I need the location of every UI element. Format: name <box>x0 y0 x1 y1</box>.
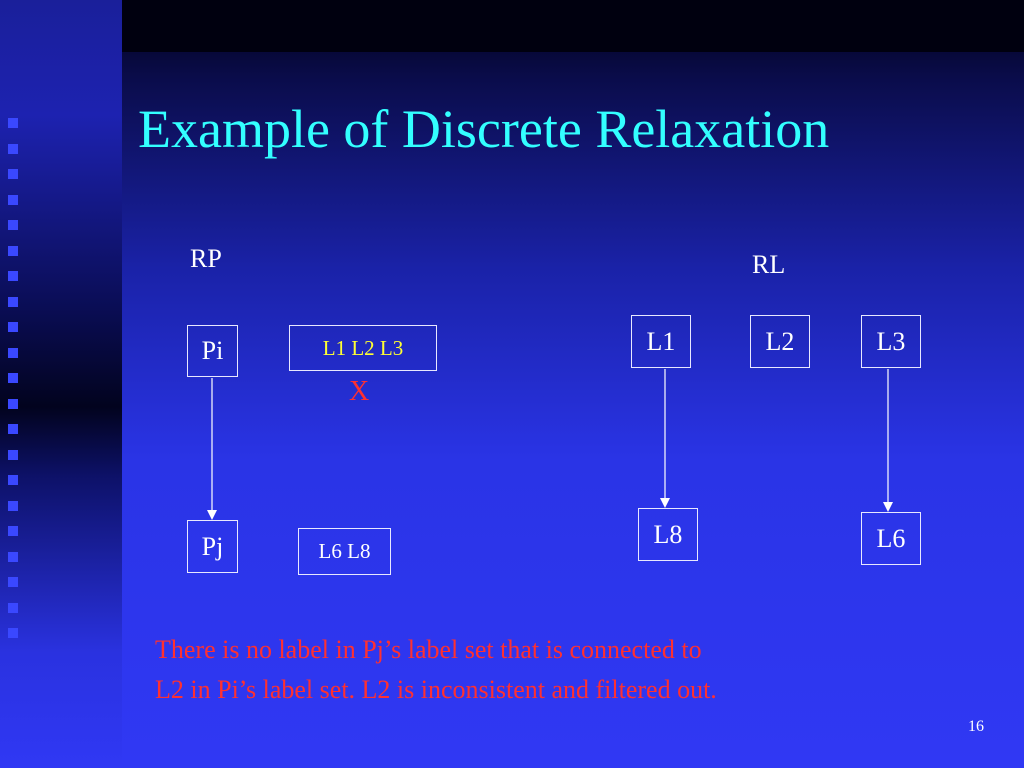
decorative-square <box>8 500 18 511</box>
decorative-square <box>8 602 18 613</box>
decorative-square <box>8 398 18 409</box>
note-line-2: L2 in Pi’s label set. L2 is inconsistent… <box>155 675 717 704</box>
decorative-square <box>8 169 18 179</box>
top-band <box>0 0 1024 52</box>
decorative-square <box>8 322 18 332</box>
decorative-square <box>8 424 18 434</box>
decorative-square <box>8 526 18 536</box>
decorative-square <box>8 194 18 205</box>
decorative-square <box>8 220 18 230</box>
decorative-square <box>8 628 18 638</box>
decorative-square <box>8 373 18 383</box>
decorative-square <box>8 577 18 587</box>
decorative-square <box>8 245 18 256</box>
pj-label-set: L6 L8 <box>298 528 391 575</box>
page-number: 16 <box>968 718 984 735</box>
decorative-square <box>8 347 18 358</box>
node-l8: L8 <box>638 508 698 561</box>
explanation-note: There is no label in Pj’s label set that… <box>155 630 935 710</box>
node-l3: L3 <box>861 315 921 368</box>
decorative-squares <box>8 118 22 658</box>
node-pj: Pj <box>187 520 238 573</box>
rp-label: RP <box>190 244 222 273</box>
pi-label-set: L1 L2 L3 <box>289 325 437 371</box>
node-pi: Pi <box>187 325 238 377</box>
removed-mark: X <box>349 376 370 407</box>
node-l2: L2 <box>750 315 810 368</box>
arrowhead-l3-to-l6 <box>883 502 893 512</box>
decorative-square <box>8 271 18 281</box>
decorative-square <box>8 143 18 154</box>
decorative-square <box>8 449 18 460</box>
slide-title: Example of Discrete Relaxation <box>138 99 830 159</box>
arrowhead-pi-to-pj <box>207 510 217 520</box>
decorative-square <box>8 551 18 562</box>
decorative-square <box>8 296 18 307</box>
rl-label: RL <box>752 250 786 279</box>
note-line-1: There is no label in Pj’s label set that… <box>155 635 702 664</box>
decorative-square <box>8 475 18 485</box>
left-decorative-strip <box>0 0 122 768</box>
node-l6: L6 <box>861 512 921 565</box>
decorative-square <box>8 118 18 128</box>
arrowhead-l1-to-l8 <box>660 498 670 508</box>
node-l1: L1 <box>631 315 691 368</box>
